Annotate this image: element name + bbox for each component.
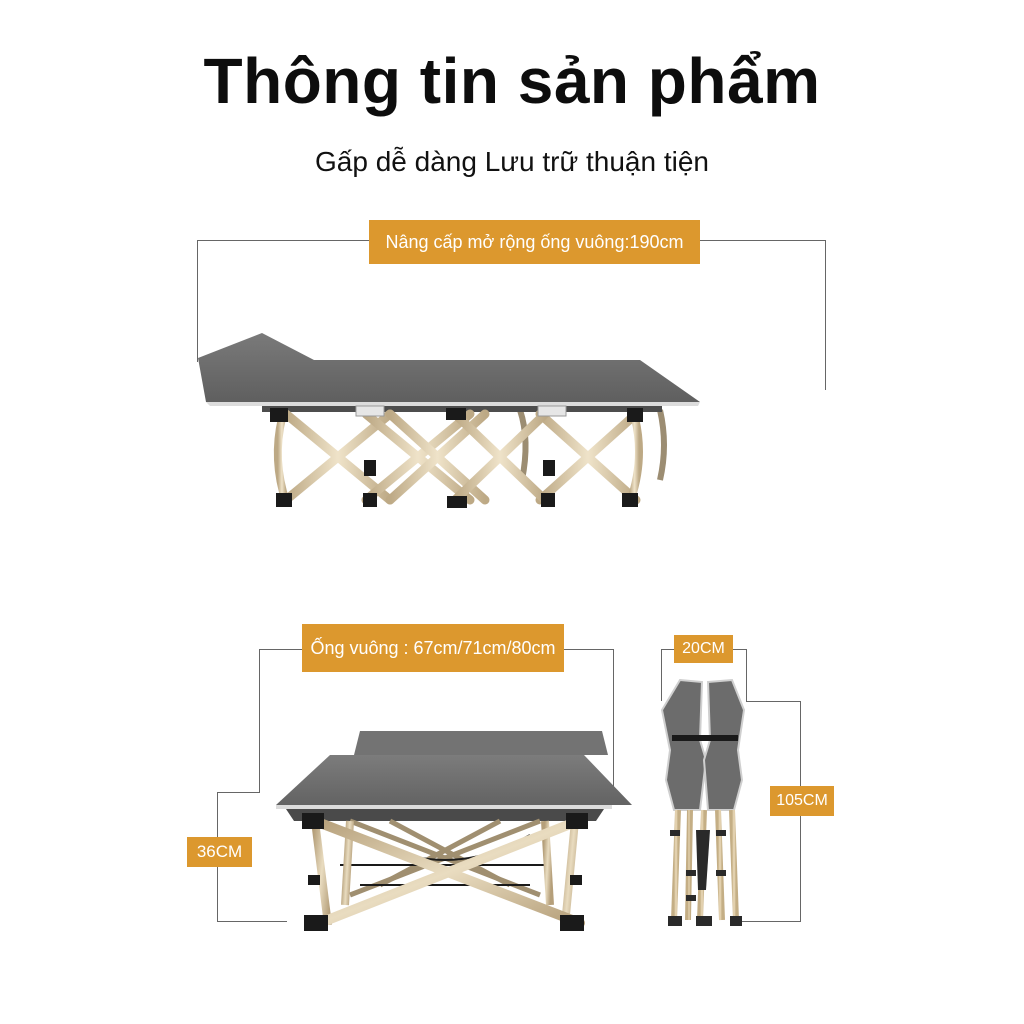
folding-bed-folded-view-image [660, 678, 746, 926]
length-dimension-label: Nâng cấp mở rộng ống vuông:190cm [369, 220, 700, 264]
page-subtitle: Gấp dễ dàng Lưu trữ thuận tiện [315, 146, 709, 177]
folding-bed-side-view-image [198, 333, 700, 508]
folded-height-label: 105CM [770, 786, 834, 816]
folded-width-bracket-right-horizontal [732, 649, 747, 650]
folded-height-bracket-top-horizontal [746, 701, 801, 702]
width-bracket-left-vertical [259, 649, 260, 792]
folding-bed-front-view-image [276, 731, 632, 931]
width-bracket-right-horizontal [563, 649, 614, 650]
height-bracket-top-horizontal [217, 792, 260, 793]
length-bracket-left-vertical [197, 240, 198, 362]
length-bracket-left-horizontal [197, 240, 370, 241]
width-bracket-right-vertical [613, 649, 614, 792]
length-bracket-right-horizontal [700, 240, 826, 241]
folded-width-bracket-left-vertical [661, 649, 662, 701]
page-title: Thông tin sản phẩm [203, 45, 821, 117]
width-dimension-label: Ống vuông : 67cm/71cm/80cm [302, 624, 564, 672]
height-bracket-bottom-horizontal [217, 921, 287, 922]
folded-width-bracket-right-vertical [746, 649, 747, 701]
folded-height-bracket-bottom-horizontal [730, 921, 801, 922]
folded-width-bracket-left-horizontal [661, 649, 674, 650]
height-dimension-label: 36CM [187, 837, 252, 867]
length-bracket-right-vertical [825, 240, 826, 390]
width-bracket-left-horizontal [259, 649, 304, 650]
folded-width-label: 20CM [674, 635, 733, 663]
